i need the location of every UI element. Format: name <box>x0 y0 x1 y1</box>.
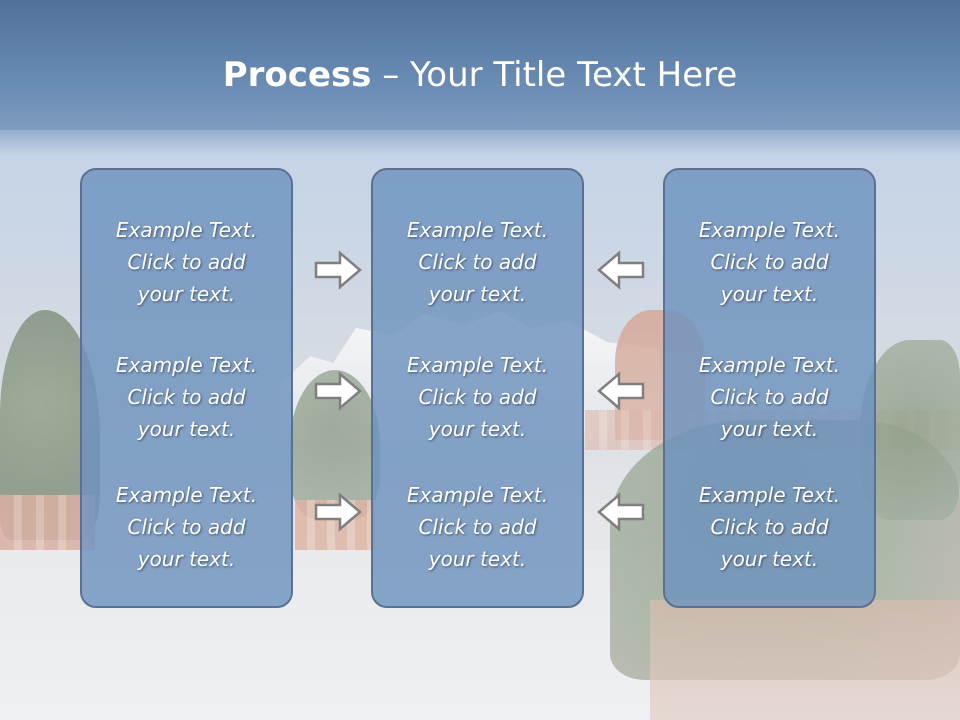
process-panel-center[interactable]: Example Text. Click to add your text. Ex… <box>371 168 584 608</box>
arrow-right-icon <box>313 371 363 411</box>
panel-text[interactable]: Example Text. Click to add your text. <box>115 483 258 571</box>
arrow-left-icon <box>596 250 646 290</box>
slide-title-bold: Process <box>222 55 372 95</box>
title-fade <box>0 125 960 155</box>
panel-text[interactable]: Example Text. Click to add your text. <box>406 483 549 571</box>
arrow-right-icon <box>313 492 363 532</box>
process-panel-left[interactable]: Example Text. Click to add your text. Ex… <box>80 168 293 608</box>
background-wall-right <box>650 600 960 720</box>
background-roof <box>0 495 95 550</box>
arrow-left-icon <box>596 371 646 411</box>
panel-text[interactable]: Example Text. Click to add your text. <box>406 353 549 441</box>
panel-text[interactable]: Example Text. Click to add your text. <box>115 218 258 306</box>
panel-text[interactable]: Example Text. Click to add your text. <box>406 218 549 306</box>
panel-text[interactable]: Example Text. Click to add your text. <box>698 483 841 571</box>
title-band <box>0 0 960 130</box>
slide-title[interactable]: Process – Your Title Text Here <box>0 52 960 98</box>
process-panel-right[interactable]: Example Text. Click to add your text. Ex… <box>663 168 876 608</box>
slide-title-rest: – Your Title Text Here <box>371 55 738 95</box>
arrow-left-icon <box>596 492 646 532</box>
panel-text[interactable]: Example Text. Click to add your text. <box>115 353 258 441</box>
background-tree <box>860 340 960 520</box>
panel-text[interactable]: Example Text. Click to add your text. <box>698 353 841 441</box>
arrow-right-icon <box>313 250 363 290</box>
panel-text[interactable]: Example Text. Click to add your text. <box>698 218 841 306</box>
